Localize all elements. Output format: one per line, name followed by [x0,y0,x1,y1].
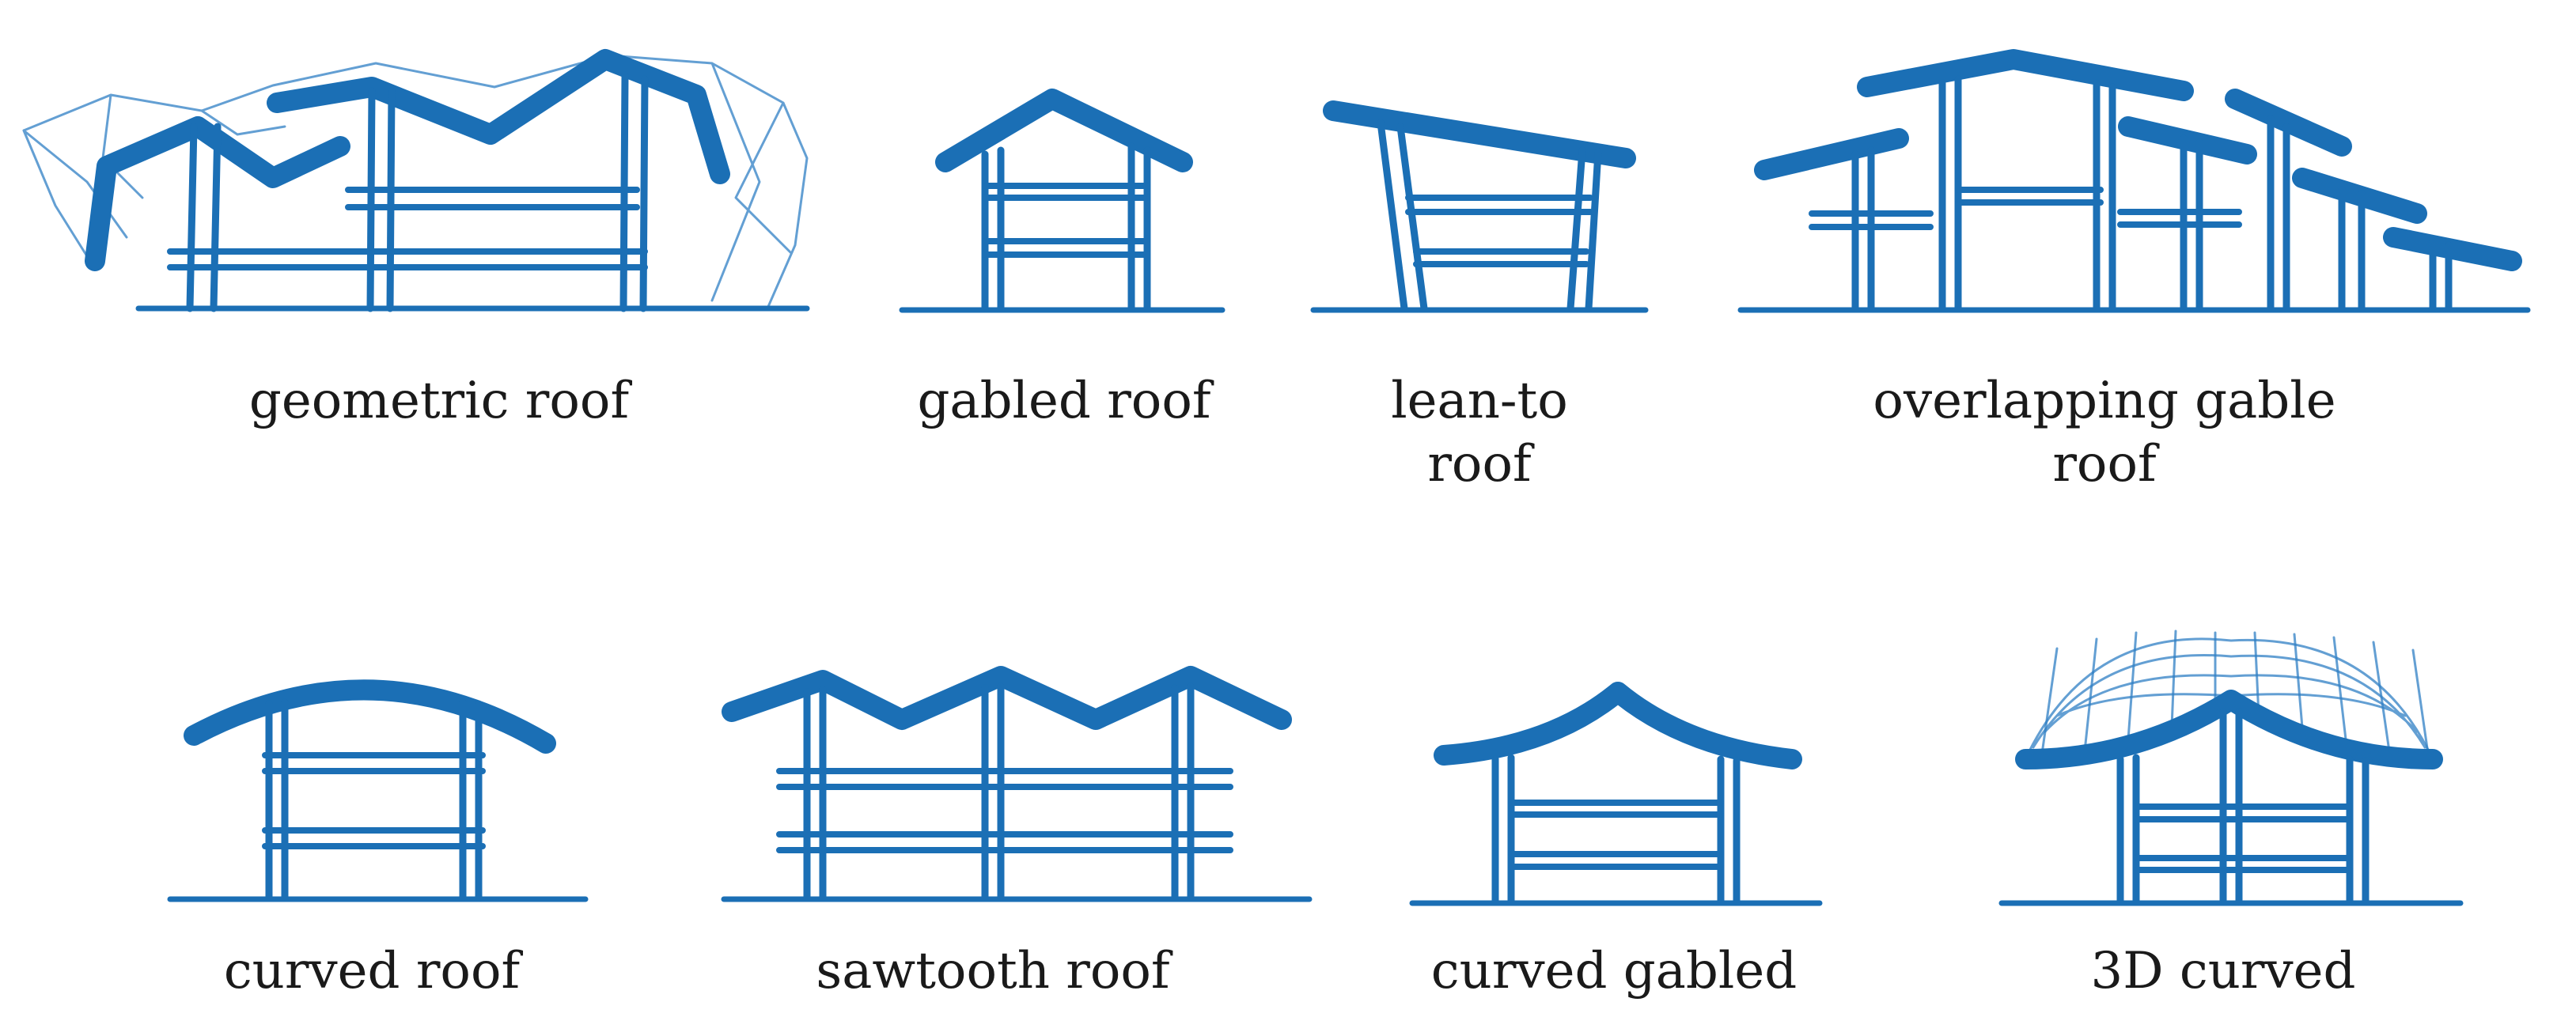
caption-text: curved gabled [1430,942,1798,1000]
caption-3d-curved: 3D curved [2057,940,2389,1003]
caption-text: 3D curved [2090,942,2356,1000]
curved-roof-sketch [167,679,589,902]
caption-geometric-roof: geometric roof [229,369,649,433]
caption-sawtooth-roof: sawtooth roof [771,940,1214,1003]
sawtooth-roof-sketch [721,666,1313,902]
overlapping-gable-roof-sketch [1737,49,2531,313]
gabled-roof-sketch [899,89,1225,313]
caption-text: roof [2052,435,2157,493]
caption-text: overlapping gable [1873,372,2336,430]
caption-text: gabled roof [917,372,1211,430]
curved-gabled-sketch [1409,682,1823,906]
geometric-roof-sketch [22,49,810,312]
caption-text: roof [1427,435,1532,493]
caption-text: lean-to [1391,372,1568,430]
caption-text: sawtooth roof [816,942,1170,1000]
caption-text: geometric roof [248,372,630,430]
caption-curved-gabled: curved gabled [1416,940,1812,1003]
3d-curved-sketch [1998,630,2464,906]
caption-gabled-roof: gabled roof [886,369,1242,433]
caption-curved-roof: curved roof [190,940,554,1003]
caption-text: curved roof [223,942,521,1000]
caption-lean-to-roof: lean-to roof [1313,369,1646,496]
lean-to-roof-sketch [1310,100,1649,313]
caption-overlapping-gable-roof: overlapping gable roof [1820,369,2389,496]
